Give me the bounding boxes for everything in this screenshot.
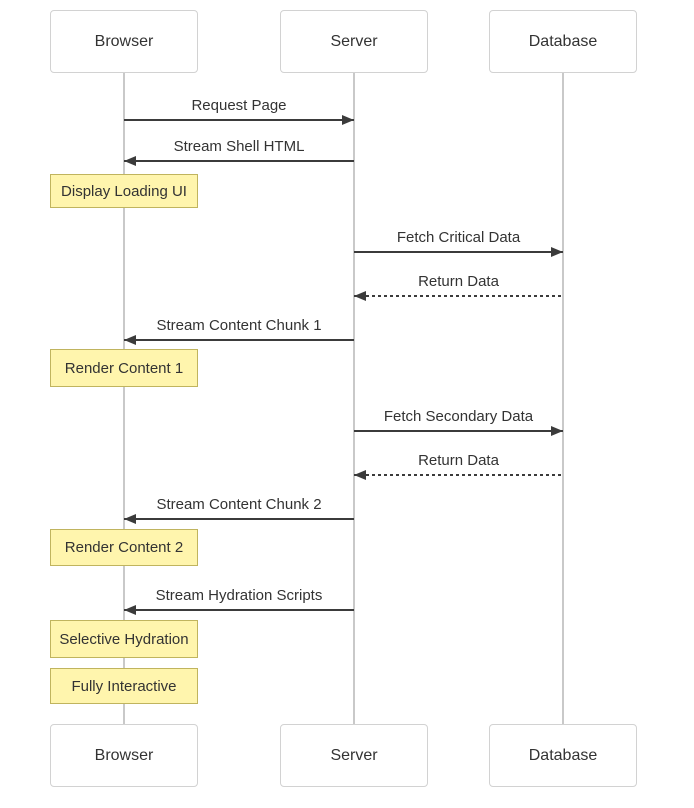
message-line bbox=[124, 160, 354, 162]
actor-box-browser-bottom: Browser bbox=[50, 724, 198, 787]
arrowhead-icon bbox=[124, 514, 136, 524]
actor-box-browser-top: Browser bbox=[50, 10, 198, 73]
message-label: Return Data bbox=[418, 452, 499, 469]
message-label: Stream Content Chunk 1 bbox=[156, 317, 322, 334]
note-box: Display Loading UI bbox=[50, 174, 198, 208]
lifeline-server bbox=[353, 73, 355, 724]
message-label: Fetch Secondary Data bbox=[383, 408, 534, 425]
message-line bbox=[124, 119, 354, 121]
arrowhead-icon bbox=[124, 605, 136, 615]
message-label: Stream Hydration Scripts bbox=[155, 587, 323, 604]
message-line bbox=[354, 430, 563, 432]
actor-box-server-bottom: Server bbox=[280, 724, 428, 787]
actor-box-database-bottom: Database bbox=[489, 724, 637, 787]
note-box: Selective Hydration bbox=[50, 620, 198, 658]
message-label: Fetch Critical Data bbox=[396, 229, 521, 246]
actor-box-database-top: Database bbox=[489, 10, 637, 73]
message-label: Return Data bbox=[418, 273, 499, 290]
actor-box-server-top: Server bbox=[280, 10, 428, 73]
note-box: Render Content 1 bbox=[50, 349, 198, 387]
note-box: Render Content 2 bbox=[50, 529, 198, 566]
note-box: Fully Interactive bbox=[50, 668, 198, 704]
arrowhead-icon bbox=[342, 115, 354, 125]
arrowhead-icon bbox=[124, 335, 136, 345]
lifeline-database bbox=[562, 73, 564, 724]
lifeline-browser bbox=[123, 73, 125, 724]
message-line bbox=[354, 251, 563, 253]
message-label: Stream Shell HTML bbox=[173, 138, 305, 155]
message-label: Request Page bbox=[191, 97, 287, 114]
message-line bbox=[354, 474, 563, 476]
message-label: Stream Content Chunk 2 bbox=[156, 496, 322, 513]
arrowhead-icon bbox=[124, 156, 136, 166]
arrowhead-icon bbox=[551, 426, 563, 436]
arrowhead-icon bbox=[354, 291, 366, 301]
arrowhead-icon bbox=[354, 470, 366, 480]
message-line bbox=[124, 518, 354, 520]
arrowhead-icon bbox=[551, 247, 563, 257]
message-line bbox=[354, 295, 563, 297]
message-line bbox=[124, 339, 354, 341]
message-line bbox=[124, 609, 354, 611]
